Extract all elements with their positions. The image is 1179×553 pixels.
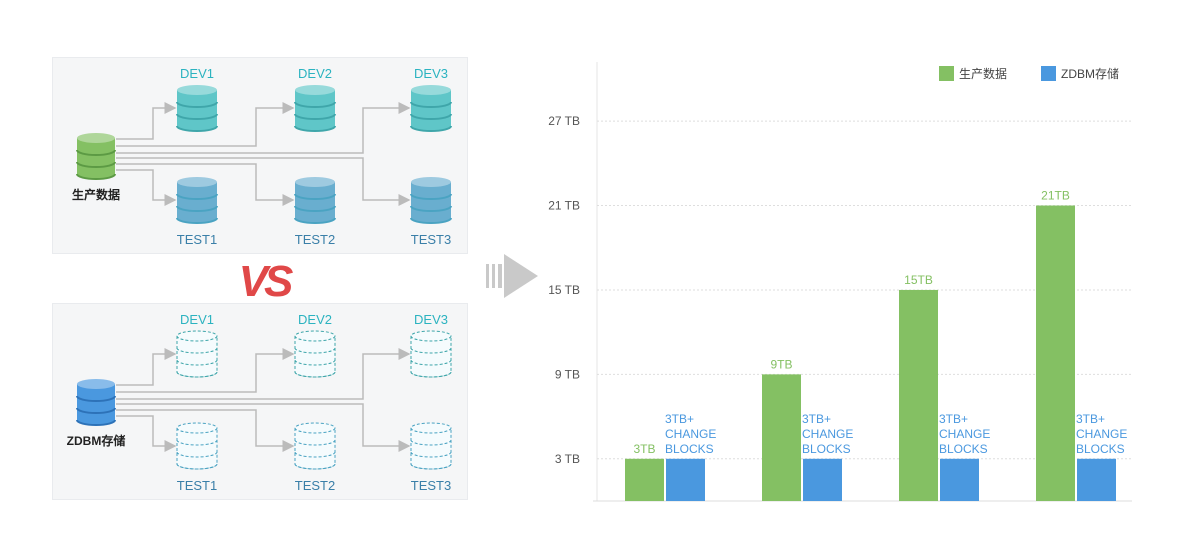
test-label: TEST1 (177, 232, 217, 247)
flow-arrow (116, 348, 177, 386)
test-label: TEST1 (177, 478, 217, 493)
production-database-icon (76, 133, 116, 180)
bar-production-data (625, 458, 664, 501)
y-axis-ticks: 3 TB 9 TB 15 TB 21 TB 27 TB (548, 114, 580, 466)
bar-label-production: 3TB (633, 442, 655, 456)
dev-label: DEV2 (298, 66, 332, 81)
chart-legend: 生产数据 ZDBM存储 (939, 66, 1119, 81)
bar-label-production: 21TB (1041, 189, 1070, 203)
dev-database-icon (410, 85, 452, 132)
test-database-icon (410, 422, 452, 470)
y-tick-label: 3 TB (555, 452, 580, 466)
flow-arrow (116, 102, 177, 140)
y-tick-label: 27 TB (548, 114, 580, 128)
flow-arrow (116, 157, 411, 206)
flow-arrows (116, 102, 411, 206)
flow-arrows (116, 348, 411, 452)
flow-arrow (116, 348, 295, 393)
bar-zdbm-storage (940, 458, 979, 501)
legend-swatch (1041, 66, 1056, 81)
bar-production-data (899, 289, 938, 501)
test-label: TEST2 (295, 478, 335, 493)
test-database-icon (176, 422, 218, 470)
y-tick-label: 21 TB (548, 199, 580, 213)
source-label: ZDBM存储 (67, 433, 126, 448)
test-label: TEST3 (411, 232, 451, 247)
arrow-right-icon (486, 254, 538, 298)
y-tick-label: 15 TB (548, 283, 580, 297)
flow-arrow (116, 102, 295, 147)
source-label: 生产数据 (72, 187, 120, 202)
bar-zdbm-storage (803, 458, 842, 501)
dev-label: DEV1 (180, 66, 214, 81)
y-tick-label: 9 TB (555, 367, 580, 381)
dev-database-icon (294, 330, 336, 378)
dev-database-icon (176, 330, 218, 378)
vs-label: VS (239, 257, 295, 302)
flow-arrow (116, 348, 411, 400)
vs-text: VS (239, 257, 293, 302)
flow-arrow (116, 102, 411, 154)
bar-label-production: 15TB (904, 273, 933, 287)
dev-label: DEV2 (298, 312, 332, 327)
dev-database-icon (410, 330, 452, 378)
bar-production-data (1036, 205, 1075, 502)
bar-zdbm-storage (1077, 458, 1116, 501)
zdbm-database-icon (76, 379, 116, 426)
test-database-icon (294, 177, 336, 224)
dev-label: DEV3 (414, 66, 448, 81)
bar-label-production: 9TB (770, 357, 792, 371)
dev-database-icon (176, 85, 218, 132)
test-label: TEST2 (295, 232, 335, 247)
dev-label: DEV3 (414, 312, 448, 327)
bar-zdbm-storage (666, 458, 705, 501)
bar-production-data (762, 374, 801, 501)
flow-arrow (116, 169, 177, 206)
flow-arrow (116, 403, 411, 452)
test-label: TEST3 (411, 478, 451, 493)
test-database-icon (410, 177, 452, 224)
legend-label: ZDBM存储 (1061, 66, 1119, 81)
flow-arrow (116, 409, 295, 452)
dev-label: DEV1 (180, 312, 214, 327)
legend-swatch (939, 66, 954, 81)
flow-arrow (116, 163, 295, 206)
test-database-icon (176, 177, 218, 224)
chart-bars (625, 205, 1116, 502)
test-database-icon (294, 422, 336, 470)
legend-label: 生产数据 (959, 66, 1007, 81)
dev-database-icon (294, 85, 336, 132)
flow-arrow (116, 415, 177, 452)
